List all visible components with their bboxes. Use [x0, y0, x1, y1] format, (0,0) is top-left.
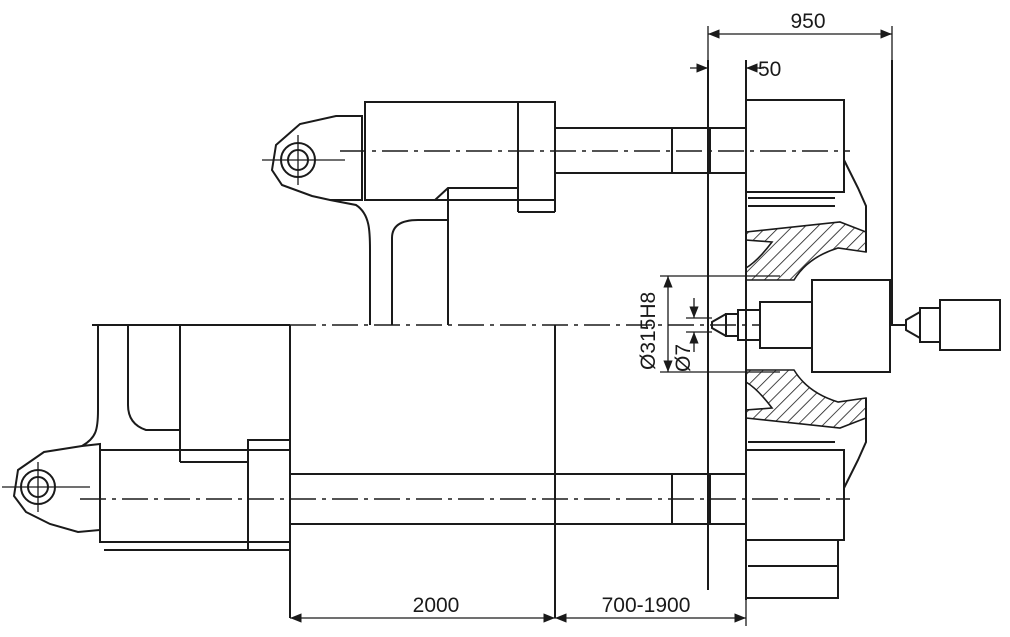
lower-cylinder	[99, 439, 291, 551]
injection-nozzle-assembly	[711, 60, 1001, 373]
lower-toggle-link	[2, 325, 181, 534]
upper-cylinder	[364, 101, 556, 213]
dimension-bore-label: Ø315H8	[637, 292, 660, 370]
dimension-50-label: 50	[758, 58, 781, 81]
upper-toggle-link	[262, 115, 449, 325]
fixed-platen	[745, 99, 867, 599]
dimension-opening-range: 700-1900	[555, 594, 747, 626]
lower-tie-bar	[80, 473, 850, 525]
dimension-950-label: 950	[790, 10, 825, 33]
upper-tie-bar	[340, 127, 850, 174]
dimension-2000: 2000	[290, 594, 555, 623]
dimension-950: 950	[707, 10, 893, 60]
dimension-nozzle: Ø7	[672, 298, 712, 372]
platen-section-hatch	[745, 221, 867, 429]
machine-base	[92, 324, 760, 618]
dimension-2000-label: 2000	[413, 594, 460, 617]
dimension-50: 50	[690, 58, 781, 81]
dimension-bore: Ø315H8	[637, 275, 780, 373]
dimension-nozzle-label: Ø7	[672, 344, 695, 372]
dimension-opening-range-label: 700-1900	[602, 594, 691, 617]
